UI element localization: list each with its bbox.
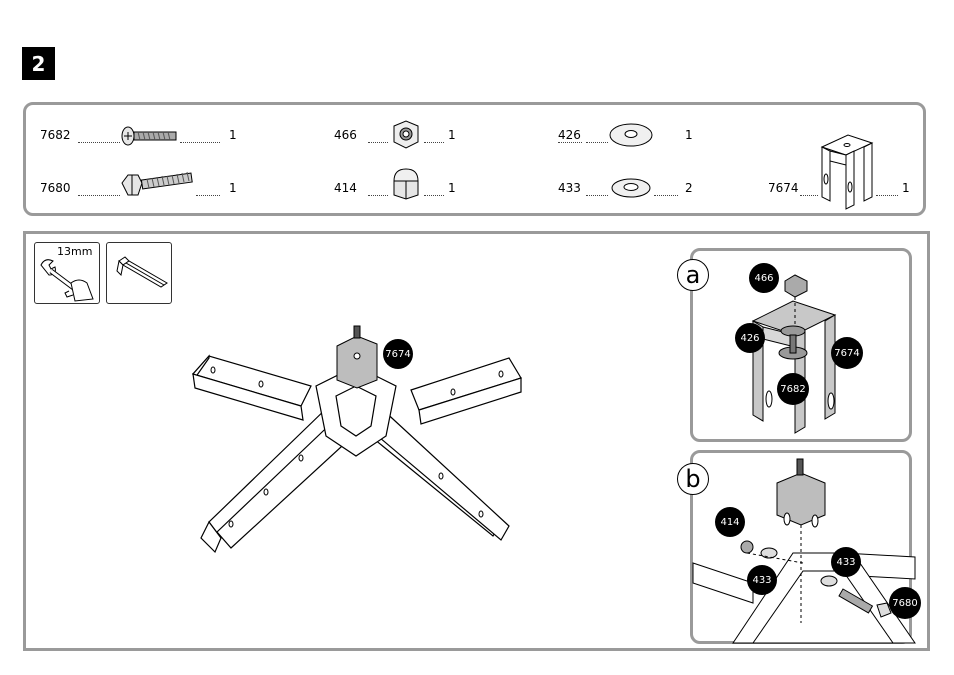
part-quantity: 1 <box>685 128 693 142</box>
detail-a-callout-426: 426 <box>735 323 765 353</box>
part-item: 414 1 <box>334 168 464 203</box>
detail-panel-b: b 414 433 433 7680 <box>677 450 921 644</box>
detail-a-drawing <box>751 274 837 434</box>
hex-key-icon <box>116 256 168 288</box>
detail-panel-a: a 466 426 7674 7682 <box>677 248 912 442</box>
hex-nut-icon <box>393 120 419 149</box>
tool-wrench-box: 13mm <box>34 242 100 304</box>
part-code: 466 <box>334 128 357 142</box>
part-item: 7674 1 <box>768 134 910 210</box>
part-code: 7682 <box>40 128 71 142</box>
detail-b-callout-7680: 7680 <box>889 587 921 619</box>
part-item: 426 1 <box>558 120 698 150</box>
step-number-badge: 2 <box>22 47 55 80</box>
u-bracket-icon <box>820 134 874 210</box>
cap-nut-icon <box>393 168 419 200</box>
detail-b-callout-433: 433 <box>747 565 777 595</box>
detail-b-callout-433: 433 <box>831 547 861 577</box>
detail-letter-b: b <box>677 463 709 495</box>
part-code: 7680 <box>40 181 71 195</box>
part-code: 7674 <box>768 181 799 195</box>
tree-stand-assembly-drawing <box>191 325 522 554</box>
tool-label: 13mm <box>57 245 93 258</box>
parts-list-panel: 7682 1 7680 1 466 <box>23 102 926 216</box>
part-item: 7682 1 <box>40 120 240 150</box>
part-item: 433 2 <box>558 173 698 203</box>
assembly-panel: 13mm <box>23 231 930 651</box>
detail-a-callout-7682: 7682 <box>777 373 809 405</box>
part-item: 7680 1 <box>40 171 240 203</box>
part-code: 433 <box>558 181 581 195</box>
carriage-bolt-icon <box>121 126 177 146</box>
part-quantity: 1 <box>448 181 456 195</box>
tool-hex-key-box <box>106 242 172 304</box>
part-quantity: 2 <box>685 181 693 195</box>
part-code: 414 <box>334 181 357 195</box>
hex-bolt-icon <box>121 171 193 196</box>
washer-icon <box>611 178 651 198</box>
detail-a-callout-7674: 7674 <box>831 337 863 369</box>
wrench-icon <box>40 259 94 302</box>
part-quantity: 1 <box>229 181 237 195</box>
part-quantity: 1 <box>902 181 910 195</box>
part-quantity: 1 <box>448 128 456 142</box>
main-callout-7674: 7674 <box>383 339 413 369</box>
detail-letter-a: a <box>677 259 709 291</box>
washer-large-icon <box>609 123 653 147</box>
part-item: 466 1 <box>334 120 464 150</box>
detail-a-callout-466: 466 <box>749 263 779 293</box>
detail-b-callout-414: 414 <box>715 507 745 537</box>
detail-b-drawing <box>692 458 916 644</box>
part-code: 426 <box>558 128 581 142</box>
part-quantity: 1 <box>229 128 237 142</box>
